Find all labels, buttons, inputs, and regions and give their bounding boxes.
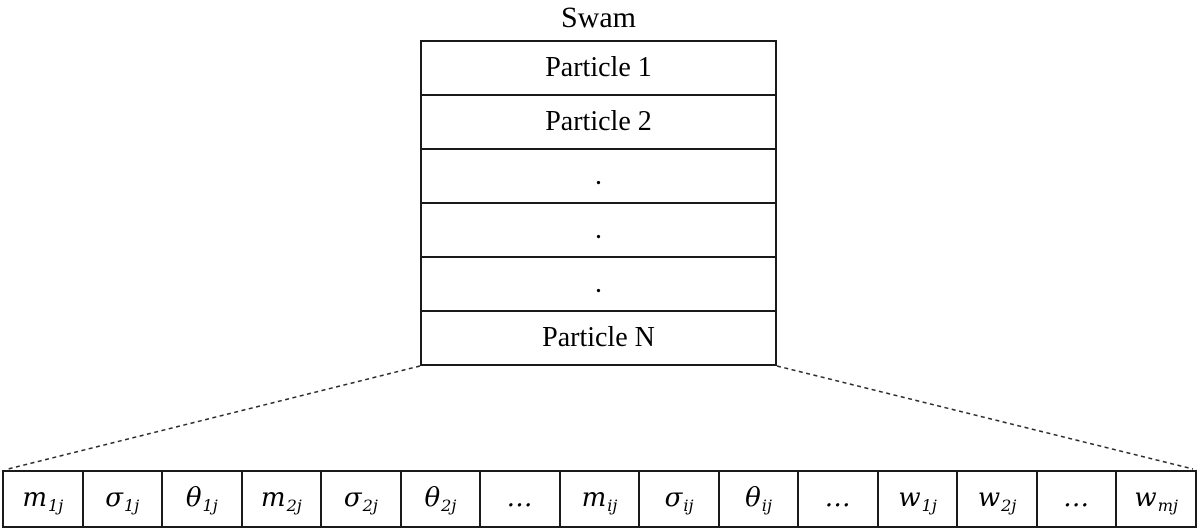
vector-cell: θ2j	[399, 472, 480, 526]
cell-symbol: …	[1063, 483, 1090, 514]
expansion-line-left	[7, 365, 421, 470]
ellipsis-dot: .	[595, 159, 602, 191]
cell-label: w1j	[898, 483, 937, 515]
ellipsis-dot: .	[595, 213, 602, 245]
vector-cell: m1j	[4, 472, 82, 526]
vector-cell: θij	[717, 472, 798, 526]
expansion-line-right	[776, 365, 1194, 470]
vector-cell: w1j	[876, 472, 957, 526]
vector-cell: σ2j	[320, 472, 400, 526]
cell-symbol: m	[581, 483, 607, 514]
particle-row-label: Particle 2	[545, 105, 652, 137]
vector-cell-ellipsis: …	[1035, 472, 1116, 526]
particle-row: Particle 2	[422, 94, 775, 148]
ellipsis-dot: .	[595, 267, 602, 299]
particle-row: Particle 1	[422, 42, 775, 94]
cell-subscript: 1j	[202, 495, 218, 515]
cell-label: …	[825, 483, 852, 515]
cell-label: m1j	[22, 483, 63, 515]
cell-subscript: 1j	[124, 495, 140, 515]
vector-cell-ellipsis: …	[479, 472, 559, 526]
cell-symbol: w	[1134, 483, 1157, 514]
cell-subscript: ij	[607, 495, 618, 515]
vector-cell-ellipsis: …	[797, 472, 877, 526]
cell-subscript: 2j	[1001, 495, 1017, 515]
ellipsis-row: .	[422, 148, 775, 202]
cell-subscript: 2j	[286, 495, 302, 515]
cell-label: …	[506, 483, 533, 515]
swarm-box: Particle 1 Particle 2 . . . Particle N	[420, 40, 777, 366]
cell-symbol: …	[824, 483, 851, 514]
particle-row-label: Particle N	[542, 321, 655, 353]
cell-label: wmj	[1134, 483, 1178, 515]
cell-subscript: mj	[1157, 495, 1178, 515]
vector-cell: θ1j	[161, 472, 241, 526]
figure-title: Swam	[561, 1, 636, 34]
cell-label: m2j	[261, 483, 302, 515]
cell-label: σij	[665, 483, 694, 515]
cell-subscript: ij	[683, 495, 694, 515]
cell-subscript: ij	[761, 495, 772, 515]
cell-subscript: 1j	[921, 495, 937, 515]
vector-cell: mij	[558, 472, 639, 526]
cell-label: θ1j	[186, 483, 218, 515]
cell-symbol: σ	[343, 483, 362, 514]
cell-subscript: 2j	[441, 495, 457, 515]
cell-label: w2j	[978, 483, 1017, 515]
cell-label: θ2j	[424, 483, 456, 515]
cell-symbol: σ	[664, 483, 683, 514]
cell-symbol: w	[977, 483, 1001, 514]
ellipsis-row: .	[422, 202, 775, 256]
cell-symbol: θ	[745, 483, 761, 514]
vector-cell: σij	[638, 472, 718, 526]
cell-symbol: w	[898, 483, 921, 514]
vector-cell: m2j	[240, 472, 321, 526]
cell-subscript: 1j	[47, 495, 64, 515]
cell-symbol: θ	[424, 483, 441, 514]
cell-symbol: m	[22, 483, 47, 514]
cell-symbol: σ	[105, 483, 124, 514]
cell-label: …	[1063, 483, 1090, 515]
cell-label: σ1j	[105, 483, 139, 515]
cell-label: θij	[745, 483, 772, 515]
particle-row-label: Particle 1	[545, 51, 652, 83]
vector-cell: wmj	[1115, 472, 1195, 526]
vector-cell: w2j	[956, 472, 1036, 526]
cell-symbol: …	[506, 483, 533, 514]
cell-label: σ2j	[344, 483, 378, 515]
cell-subscript: 2j	[362, 495, 378, 515]
cell-symbol: θ	[185, 483, 202, 514]
cell-symbol: m	[260, 483, 286, 514]
particle-vector-row: m1j σ1j θ1j m2j σ2j θ2j … mij σij θij … …	[2, 470, 1197, 528]
ellipsis-row: .	[422, 256, 775, 310]
particle-row: Particle N	[422, 310, 775, 364]
cell-label: mij	[582, 483, 618, 515]
vector-cell: σ1j	[81, 472, 162, 526]
